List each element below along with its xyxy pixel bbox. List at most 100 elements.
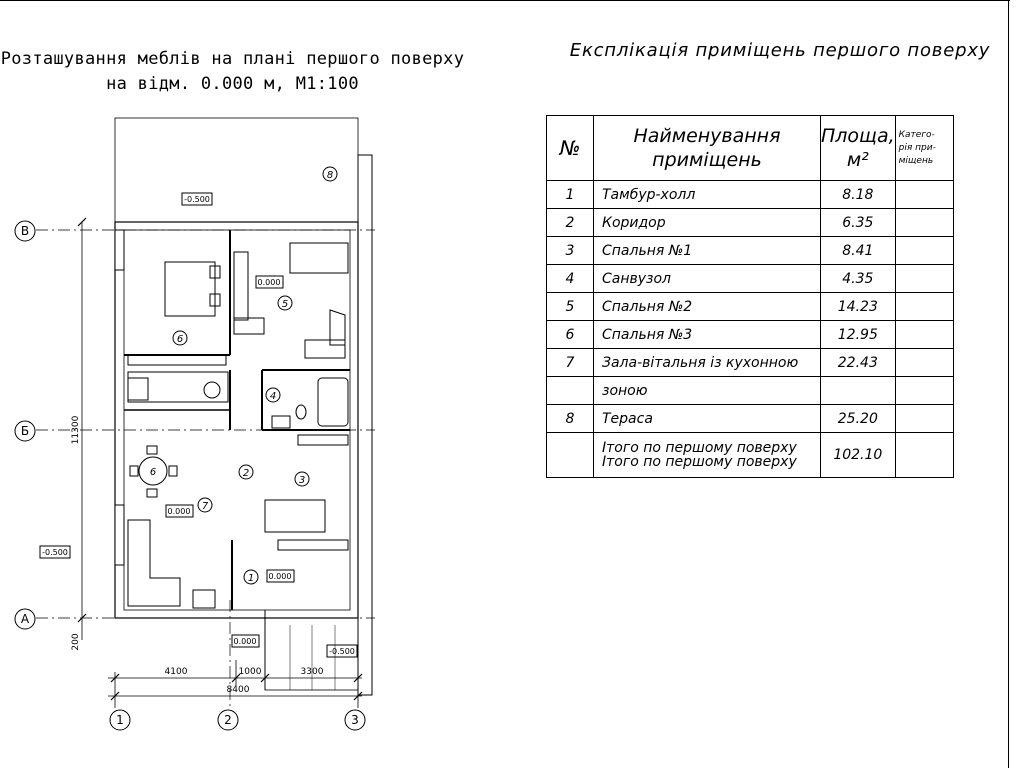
header-area-line1: Площа, (821, 125, 895, 147)
axis-marker-V (14, 220, 36, 242)
row-no: 8 (546, 404, 594, 433)
total-line2: Ітого по першому поверху (602, 454, 797, 470)
total-category (894, 432, 954, 478)
axis-marker-2 (217, 709, 239, 731)
washbasin (271, 415, 291, 429)
row-area: 12.95 (820, 320, 896, 349)
header-cat-line2: рія при- (898, 142, 936, 153)
outer-wall-inner (123, 229, 351, 611)
tick-5 (110, 691, 120, 701)
row-name: зоною (593, 376, 821, 405)
row-area: 14.23 (820, 292, 896, 321)
row-no: 7 (546, 348, 594, 377)
table-title: Експлікація приміщень першого поверху (569, 40, 991, 61)
total-area: 102.10 (820, 432, 896, 478)
table-row: 5 Спальня №2 14.23 (546, 292, 954, 321)
level-box-1 (181, 192, 213, 206)
room-circle-1 (243, 569, 259, 585)
dim-4100: 4100 (165, 667, 188, 677)
row-name: Зала-вітальня із кухонною (593, 348, 821, 377)
plan-title-line2: на відм. 0.000 м, М1:100 (106, 74, 359, 94)
stair (233, 251, 249, 321)
left-column-top (114, 229, 125, 271)
bed-bedroom-3 (264, 499, 326, 533)
row-name: Спальня №3 (593, 320, 821, 349)
axis-marker-A (14, 608, 36, 630)
wardrobe-bedroom-3 (277, 539, 349, 551)
desk-corner (329, 309, 346, 346)
total-line1: Ітого по першому поверху (602, 440, 797, 456)
dining-table-number: 6 (150, 467, 156, 478)
stair-landing (233, 317, 265, 335)
header-area: Площа, м² (820, 115, 896, 181)
header-area-line2: м² (846, 149, 869, 171)
tick-6 (353, 691, 363, 701)
terrace-outline (114, 117, 359, 223)
kitchen-sink-box (127, 377, 149, 401)
level-mark-6: -0.500 (329, 647, 355, 656)
axis-label-B: Б (21, 424, 29, 438)
header-name: Найменування приміщень (593, 115, 821, 181)
nightstand-2 (209, 293, 221, 307)
tick-2 (231, 673, 241, 683)
chair-4 (168, 465, 178, 477)
header-name-line2: приміщень (652, 149, 762, 171)
table-row: 2 Коридор 6.35 (546, 208, 954, 237)
table-row: 6 Спальня №3 12.95 (546, 320, 954, 349)
axis-label-A: А (21, 612, 30, 626)
explication-table: № Найменування приміщень Площа, м² Катег… (546, 115, 954, 478)
row-no: 1 (546, 180, 594, 209)
level-mark-2: 0.000 (258, 278, 281, 287)
dining-table (138, 456, 168, 486)
room-number-7: 7 (202, 501, 209, 512)
row-category (894, 236, 954, 265)
table-header-row: № Найменування приміщень Площа, м² Катег… (546, 115, 954, 181)
tick-left-bottom (77, 613, 87, 623)
row-category (894, 264, 954, 293)
table-row: зоною (546, 376, 954, 405)
row-category (894, 320, 954, 349)
dim-3300: 3300 (301, 667, 324, 677)
room-circle-2 (238, 464, 254, 480)
axis-label-V: В (21, 224, 29, 238)
axis-label-2: 2 (224, 713, 232, 727)
row-name: Спальня №1 (593, 236, 821, 265)
plan-title: Розташування меблів на плані першого пов… (0, 47, 465, 97)
row-area (820, 376, 896, 405)
level-mark-7: -0.500 (42, 548, 68, 557)
row-no: 6 (546, 320, 594, 349)
toilet (295, 404, 307, 420)
chair-2 (146, 488, 158, 498)
axis-label-1: 1 (116, 713, 124, 727)
level-mark-3: 0.000 (168, 507, 191, 516)
row-area: 22.43 (820, 348, 896, 377)
row-name: Тераса (593, 404, 821, 433)
total-row: Ітого по першому поверху Ітого по першом… (546, 432, 954, 478)
bed-bedroom-6 (164, 261, 216, 317)
row-area: 25.20 (820, 404, 896, 433)
right-fence (357, 154, 373, 696)
sofa (127, 519, 181, 607)
level-box-6 (326, 644, 358, 658)
room-circle-6 (172, 330, 188, 346)
row-name: Тамбур-холл (593, 180, 821, 209)
header-no: № (546, 115, 594, 181)
room-number-1: 1 (248, 573, 254, 584)
table-row: 7 Зала-вітальня із кухонною 22.43 (546, 348, 954, 377)
level-mark-1: -0.500 (184, 195, 210, 204)
total-name: Ітого по першому поверху Ітого по першом… (593, 432, 821, 478)
left-column-bottom (114, 504, 125, 566)
dim-200: 200 (71, 633, 81, 650)
nightstand-1 (209, 265, 221, 279)
dim-11300: 11300 (71, 415, 81, 444)
wardrobe-bath (297, 434, 349, 446)
level-mark-5: 0.000 (234, 637, 257, 646)
total-no (546, 432, 594, 478)
row-category (894, 208, 954, 237)
level-box-2 (255, 275, 284, 289)
room-number-2: 2 (243, 468, 249, 479)
dim-8400: 8400 (227, 685, 250, 695)
room-number-6: 6 (177, 334, 183, 345)
chair-3 (129, 465, 139, 477)
room-circle-7 (197, 497, 213, 513)
